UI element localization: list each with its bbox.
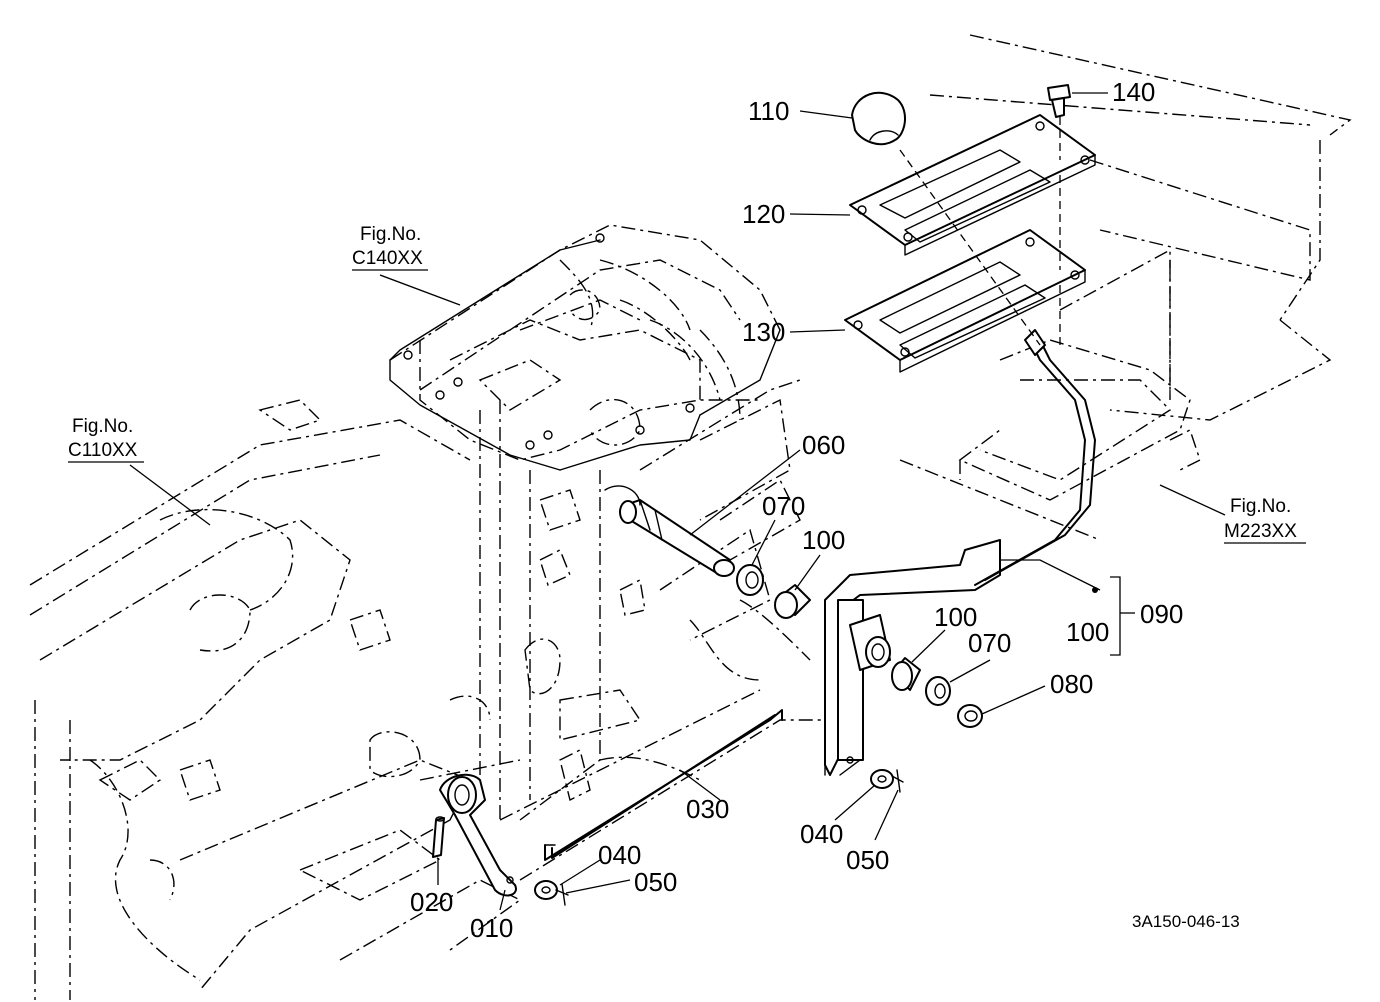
- part-020-pin: [432, 816, 445, 858]
- label-080: 080: [1050, 669, 1093, 699]
- leader-lines: [129, 92, 1226, 911]
- figure-ref-c140: Fig.No. C140XX: [352, 224, 428, 271]
- part-010-lever-arm: [439, 773, 517, 897]
- part-130-cover-plate: [844, 229, 1086, 373]
- part-090-shift-lever: [824, 329, 1096, 776]
- label-070-upper: 070: [762, 491, 805, 521]
- label-110: 110: [748, 96, 789, 126]
- part-060-shaft: [604, 485, 735, 577]
- label-120: 120: [742, 199, 785, 229]
- label-030: 030: [686, 794, 729, 824]
- figure-ref-c140-line1: Fig.No.: [360, 224, 421, 245]
- part-120-guide-plate: [849, 114, 1096, 256]
- figure-ref-m223: Fig.No. M223XX: [1224, 496, 1306, 544]
- label-100-lower: 100: [934, 602, 977, 632]
- part-070-washer-lower: [925, 676, 951, 706]
- part-080-snap-ring: [957, 704, 983, 728]
- part-030-rod: [544, 709, 783, 861]
- figure-ref-m223-line2: M223XX: [1224, 521, 1297, 542]
- part-100-bush-upper: [774, 584, 811, 619]
- part-040-washer-right: [870, 769, 894, 789]
- label-050-right: 050: [846, 845, 889, 875]
- part-050-pin-right: [891, 769, 904, 793]
- label-040-left: 040: [598, 840, 641, 870]
- part-100-bush-lower: [891, 657, 921, 691]
- label-020: 020: [410, 887, 453, 917]
- part-050-pin-left: [555, 883, 569, 906]
- label-050-left: 050: [634, 867, 677, 897]
- figure-ref-m223-line1: Fig.No.: [1230, 496, 1291, 517]
- figure-ref-c110: Fig.No. C110XX: [68, 416, 144, 463]
- label-130: 130: [742, 317, 785, 347]
- label-070-lower: 070: [968, 628, 1011, 658]
- label-100-upper: 100: [802, 525, 845, 555]
- part-110-knob: [851, 91, 906, 146]
- drawing-code: 3A150-046-13: [1132, 912, 1240, 931]
- label-040-right: 040: [800, 819, 843, 849]
- label-010: 010: [470, 913, 513, 943]
- figure-ref-c110-line1: Fig.No.: [72, 416, 133, 437]
- figure-ref-c110-line2: C110XX: [68, 440, 138, 461]
- part-040-washer-left: [534, 880, 558, 900]
- part-labels: 110 140 120 130 060 070 100 100 070 080 …: [410, 77, 1183, 943]
- label-090: 090: [1140, 599, 1183, 629]
- gear-case-flange: [389, 233, 781, 471]
- label-140: 140: [1112, 77, 1155, 107]
- label-060: 060: [802, 430, 845, 460]
- part-070-washer-upper: [736, 564, 764, 596]
- transmission-housing-outline: [29, 34, 1352, 1000]
- label-100-assembly: 100: [1066, 617, 1109, 647]
- figure-ref-c140-line2: C140XX: [352, 248, 423, 269]
- part-140-bolt: [899, 84, 1171, 395]
